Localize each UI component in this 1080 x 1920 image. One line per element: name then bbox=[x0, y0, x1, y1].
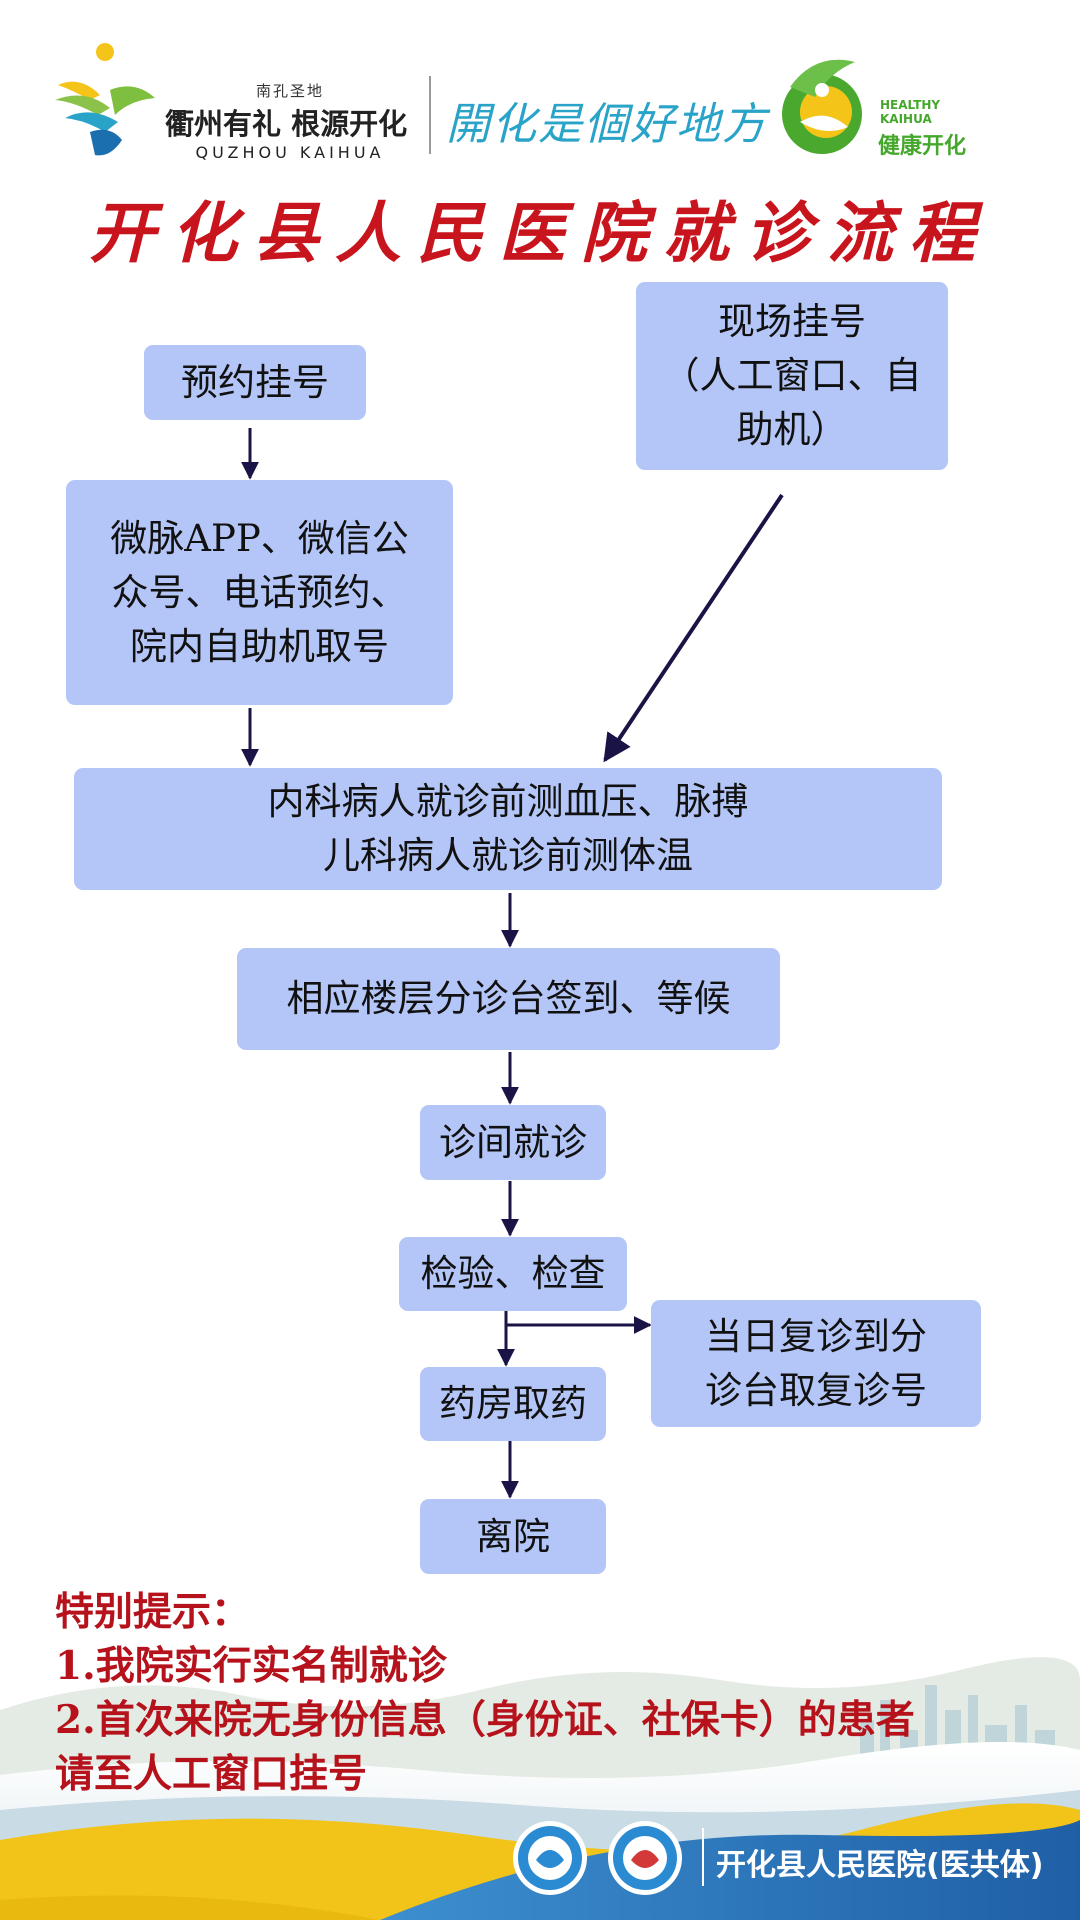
footer-divider bbox=[702, 1828, 704, 1886]
healthy-kaihua-chinese: 健康开化 bbox=[878, 134, 967, 159]
node-appointment: 预约挂号 bbox=[144, 345, 366, 420]
medical-alliance-emblem-icon bbox=[608, 1821, 682, 1895]
special-notice: 特别提示： 1.我院实行实名制就诊 2.首次来院无身份信息（身份证、社保卡）的患… bbox=[55, 1585, 1035, 1801]
quzhou-kaihua-brand: 南孔圣地 衢州有礼 根源开化 QUZHOU KAIHUA bbox=[165, 80, 415, 162]
brand-name: 衢州有礼 根源开化 bbox=[165, 107, 408, 141]
node-pre-check: 内科病人就诊前测血压、脉搏 儿科病人就诊前测体温 bbox=[74, 768, 942, 890]
kaihua-slogan: 開化是個好地方 bbox=[446, 99, 768, 150]
brand-tagline: 南孔圣地 bbox=[255, 82, 324, 100]
node-leave: 离院 bbox=[420, 1499, 606, 1574]
node-pharmacy: 药房取药 bbox=[420, 1367, 606, 1441]
arrow-onsite-to-precheck bbox=[603, 493, 784, 763]
hospital-name: 开化县人民医院(医共体) bbox=[716, 1848, 1044, 1883]
page-title: 开化县人民医院就诊流程 bbox=[89, 194, 991, 272]
flow-arrows bbox=[241, 428, 784, 1499]
node-exam: 检验、检查 bbox=[399, 1237, 627, 1311]
node-consultation: 诊间就诊 bbox=[420, 1105, 606, 1180]
header-divider bbox=[429, 76, 431, 154]
healthy-kaihua-logo bbox=[782, 59, 862, 154]
node-appointment-channels: 微脉APP、微信公 众号、电话预约、 院内自助机取号 bbox=[66, 480, 453, 705]
brand-pinyin: QUZHOU KAIHUA bbox=[195, 143, 385, 162]
healthy-kaihua-english: HEALTHY KAIHUA bbox=[880, 98, 941, 126]
quzhou-hand-logo bbox=[55, 43, 155, 156]
hospital-emblem-icon bbox=[513, 1821, 587, 1895]
node-same-day-revisit: 当日复诊到分 诊台取复诊号 bbox=[651, 1300, 981, 1427]
notice-line-1: 1.我院实行实名制就诊 bbox=[55, 1643, 447, 1689]
hospital-emblems bbox=[513, 1821, 682, 1895]
node-onsite-registration: 现场挂号 （人工窗口、自 助机） bbox=[636, 282, 948, 470]
notice-heading: 特别提示： bbox=[55, 1589, 251, 1635]
notice-line-3: 请至人工窗口挂号 bbox=[55, 1751, 368, 1797]
notice-line-2: 2.首次来院无身份信息（身份证、社保卡）的患者 bbox=[55, 1697, 915, 1743]
node-check-in: 相应楼层分诊台签到、等候 bbox=[237, 948, 780, 1050]
